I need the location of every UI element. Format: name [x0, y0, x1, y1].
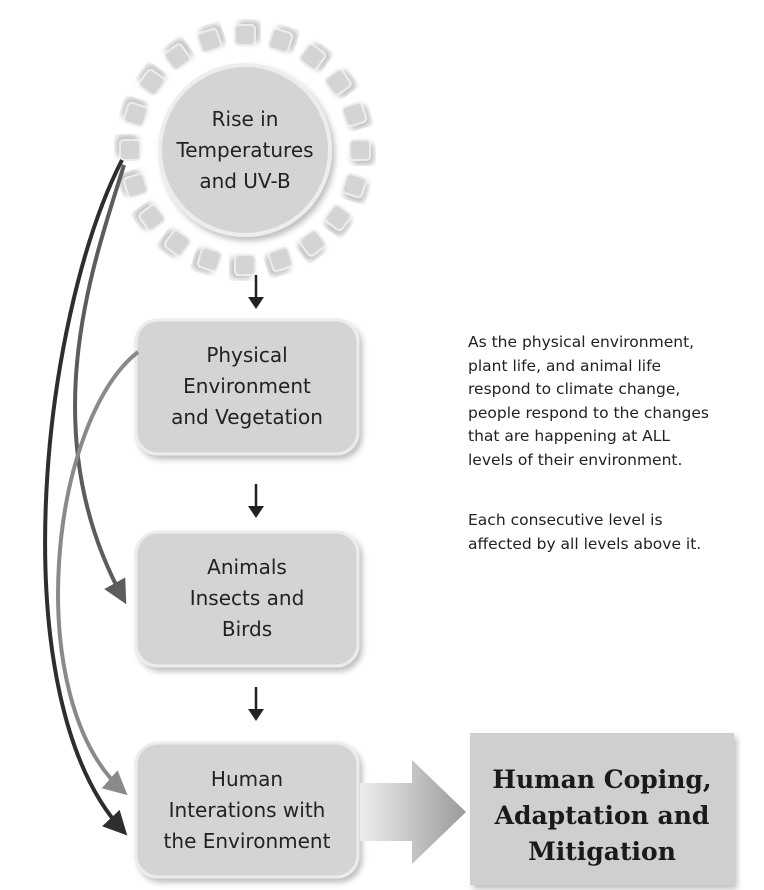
human-label-line: the Environment [163, 829, 331, 853]
sun-ray [138, 69, 166, 96]
sun-ray [299, 229, 326, 257]
sun-ray [196, 246, 223, 272]
animals-label: Animals Insects and Birds [136, 552, 358, 645]
sun-ray [138, 204, 166, 231]
note-line: Each consecutive level is [468, 511, 663, 529]
curve-sun-to-human [43, 159, 128, 836]
sun-ray [341, 172, 367, 199]
sun-ray [164, 43, 191, 71]
outcome-label-line: Mitigation [528, 837, 676, 866]
sun-label-line: Temperatures [176, 138, 314, 162]
box-animals [134, 530, 360, 668]
note-line: people respond to the changes [468, 403, 709, 422]
animals-label-line: Animals [207, 555, 287, 579]
down-arrow-3 [248, 687, 264, 721]
human-label: Human Interations with the Environment [136, 764, 358, 857]
sun-ray [119, 139, 141, 161]
sun-ray [123, 101, 149, 128]
curve-physical-to-human [56, 350, 140, 796]
outcome-label: Human Coping, Adaptation and Mitigation [470, 762, 734, 870]
sun-ray [123, 172, 149, 199]
explanation-note: As the physical environment, plant life,… [468, 331, 764, 472]
curve-sun-to-animals [73, 164, 127, 605]
down-arrow-1 [248, 275, 264, 309]
sun-ray [341, 101, 367, 128]
down-arrow-2 [248, 484, 264, 518]
physical-label-line: Physical [206, 343, 288, 367]
sun-node [158, 63, 332, 237]
sun-ray [349, 139, 371, 161]
sun-label: Rise in Temperatures and UV-B [160, 104, 330, 197]
sun-ray [267, 246, 294, 272]
human-label-line: Human [210, 767, 284, 791]
physical-label-line: Environment [183, 374, 311, 398]
note-line: plant life, and animal life [468, 356, 662, 375]
sun-ray [164, 229, 191, 257]
big-arrow-to-outcome [360, 760, 466, 864]
note-line: levels of their environment. [468, 450, 683, 469]
sun-ray [196, 28, 223, 54]
sun-ray [324, 69, 352, 96]
sun-ray [299, 43, 326, 71]
sun-label-line: Rise in [211, 107, 279, 131]
note-line: affected by all levels above it. [468, 534, 702, 553]
outcome-label-line: Human Coping, [492, 765, 712, 794]
note-line: respond to climate change, [468, 380, 681, 398]
physical-label: Physical Environment and Vegetation [136, 340, 358, 433]
sun-ray [234, 24, 256, 46]
sun-ray [267, 28, 294, 54]
consecutive-level-note: Each consecutive level is affected by al… [468, 509, 764, 556]
human-label-line: Interations with [168, 798, 326, 822]
outcome-box [470, 733, 734, 885]
sun-ray [234, 254, 256, 276]
sun-label-line: and UV-B [199, 169, 291, 193]
animals-label-line: Birds [221, 617, 273, 641]
sun-rays [119, 24, 371, 276]
outcome-label-line: Adaptation and [494, 801, 710, 830]
animals-label-line: Insects and [189, 586, 305, 610]
physical-label-line: and Vegetation [171, 405, 323, 429]
sun-ray [324, 204, 352, 231]
box-physical-environment [134, 318, 360, 456]
note-line: As the physical environment, [468, 333, 695, 351]
note-line: that are happening at ALL [468, 427, 671, 445]
box-human-interactions [134, 741, 360, 879]
